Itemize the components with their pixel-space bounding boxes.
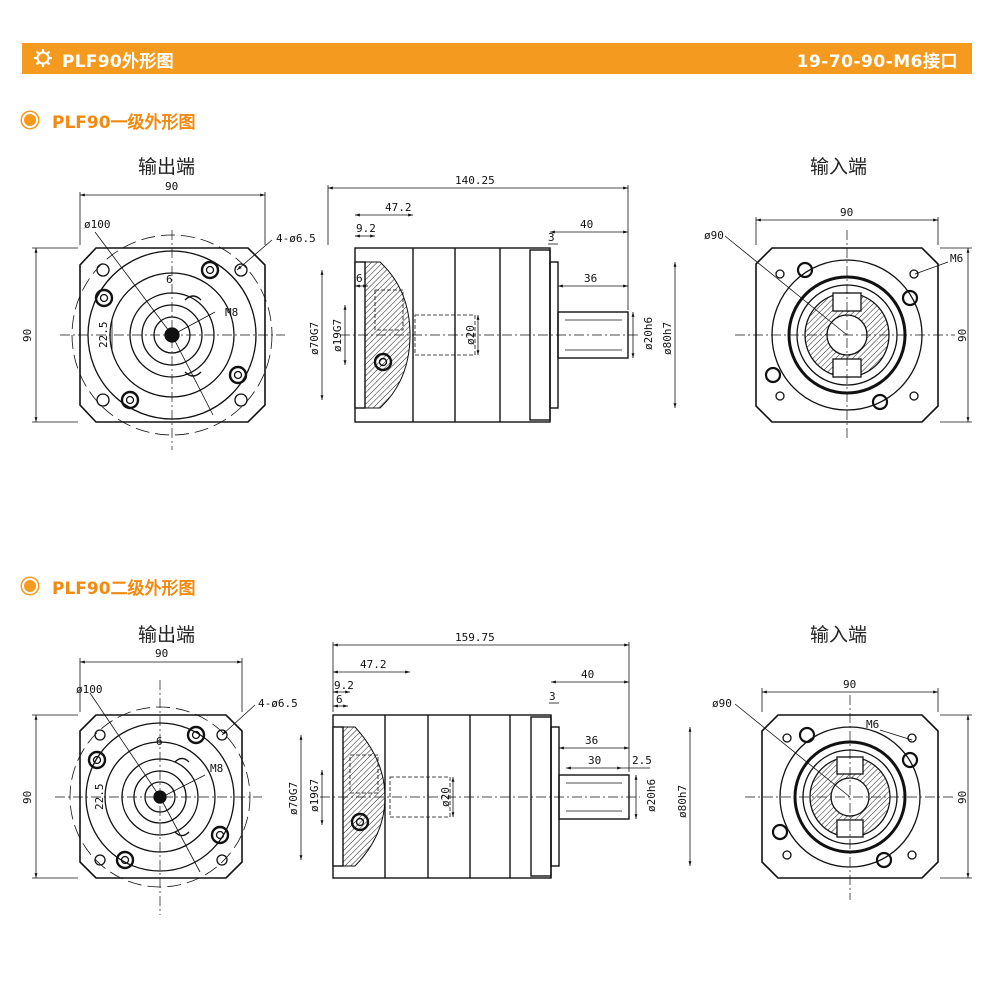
- dim-bore-fit: ø19G7: [331, 319, 344, 352]
- dim-step: 6: [336, 693, 343, 706]
- dim-input-height: 90: [956, 791, 969, 804]
- dim-shaft-dia: ø20h6: [645, 779, 658, 812]
- dim-gap: 3: [548, 231, 555, 244]
- stage1-output-view: [60, 230, 285, 450]
- dim-output-height: 90: [21, 329, 34, 342]
- dim-key-inner: 30: [588, 754, 601, 767]
- dim-pilot: ø70G7: [308, 322, 321, 355]
- dim-mounting-holes: 4-ø6.5: [258, 697, 298, 710]
- dim-spigot: ø80h7: [676, 785, 689, 818]
- input-end-label: 输入端: [810, 156, 868, 178]
- dim-bore: ø20: [439, 787, 452, 807]
- dim-total-length: 140.25: [455, 174, 495, 187]
- gear-icon: [34, 49, 52, 67]
- dim-input-width: 90: [843, 678, 856, 691]
- dim-spigot: ø80h7: [661, 322, 674, 355]
- header-banner: PLF90外形图 19-70-90-M6接口: [22, 43, 972, 74]
- dim-pcd: ø100: [84, 218, 111, 231]
- dim-input-thread: M6: [950, 252, 963, 265]
- dim-shaft-length: 40: [580, 218, 593, 231]
- dim-thread: M8: [225, 306, 238, 319]
- stage1-side-view: [340, 247, 640, 423]
- dim-gap: 3: [549, 690, 556, 703]
- dim-key-width: 6: [166, 273, 173, 286]
- dim-thread: M8: [210, 762, 223, 775]
- section-bullet-icon: [24, 114, 36, 126]
- dim-input-pcd: ø90: [704, 229, 724, 242]
- dim-flange-length: 47.2: [385, 201, 412, 214]
- dim-shaft-length: 40: [581, 668, 594, 681]
- dim-total-length: 159.75: [455, 631, 495, 644]
- dim-step: 6: [356, 272, 363, 285]
- dim-output-width: 90: [165, 180, 178, 193]
- output-end-label: 输出端: [138, 156, 196, 178]
- page-title: PLF90外形图: [62, 52, 174, 72]
- dim-key-width: 6: [156, 735, 163, 748]
- dim-output-width: 90: [155, 647, 168, 660]
- stage2-input-view: [734, 695, 955, 900]
- dim-input-pcd: ø90: [712, 697, 732, 710]
- dim-pcd: ø100: [76, 683, 103, 696]
- dim-output-height: 90: [21, 791, 34, 804]
- dim-mounting-holes: 4-ø6.5: [276, 232, 316, 245]
- interface-code: 19-70-90-M6接口: [796, 52, 958, 72]
- dim-shoulder: 9.2: [356, 222, 376, 235]
- dim-flange-length: 47.2: [360, 658, 387, 671]
- dim-key-length: 36: [585, 734, 598, 747]
- stage2-output-view: [55, 680, 262, 915]
- dim-shoulder: 9.2: [334, 679, 354, 692]
- section-title-stage2: PLF90二级外形图: [52, 579, 196, 599]
- input-end-label: 输入端: [810, 624, 868, 646]
- dim-offset: 22.5: [97, 322, 110, 349]
- dim-bore-fit: ø19G7: [308, 779, 321, 812]
- stage2-side-view: [320, 714, 640, 879]
- stage1-input-view: [724, 230, 955, 440]
- dim-key-end: 2.5: [632, 754, 652, 767]
- dim-input-width: 90: [840, 206, 853, 219]
- dim-input-thread: M6: [866, 718, 879, 731]
- dim-shaft-dia: ø20h6: [642, 317, 655, 350]
- dim-input-height: 90: [956, 329, 969, 342]
- output-end-label: 输出端: [138, 624, 196, 646]
- section-bullet-icon: [24, 580, 36, 592]
- section-title-stage1: PLF90一级外形图: [52, 113, 196, 133]
- dim-offset: 22.5: [93, 784, 106, 811]
- dim-pilot: ø70G7: [287, 782, 300, 815]
- dim-key-length: 36: [584, 272, 597, 285]
- dim-bore: ø20: [464, 325, 477, 345]
